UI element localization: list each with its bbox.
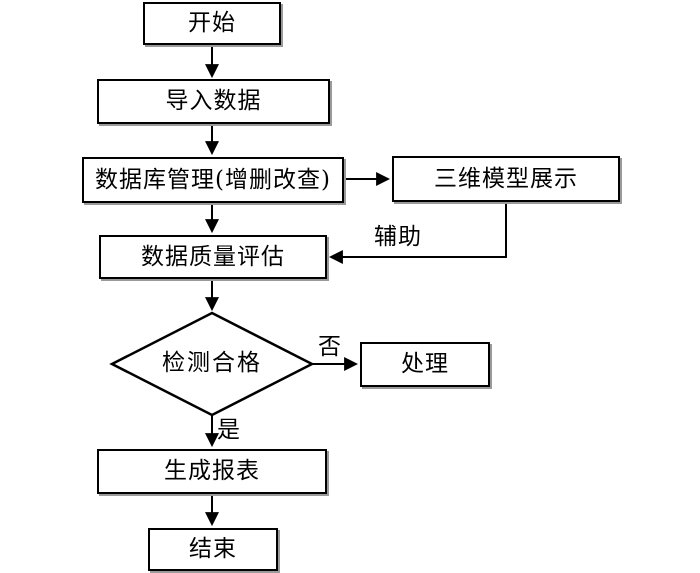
- edge-label-no: 否: [318, 334, 342, 360]
- edge-label-yes: 是: [217, 417, 241, 443]
- node-data-quality-assessment-label: 数据质量评估: [141, 243, 285, 270]
- node-check-qualified-label: 检测合格: [162, 350, 262, 376]
- node-end-label: 结束: [189, 536, 237, 562]
- node-3d-model-display: 三维模型展示: [392, 156, 620, 202]
- node-start-label: 开始: [188, 10, 236, 36]
- node-handle: 处理: [360, 342, 490, 387]
- node-import-data: 导入数据: [97, 79, 330, 124]
- node-end: 结束: [148, 528, 278, 571]
- node-generate-report: 生成报表: [97, 449, 327, 494]
- node-data-quality-assessment: 数据质量评估: [99, 235, 327, 279]
- node-import-data-label: 导入数据: [165, 88, 262, 114]
- node-start: 开始: [143, 2, 281, 45]
- node-3d-model-display-label: 三维模型展示: [434, 165, 578, 192]
- edge-label-aux: 辅助: [374, 224, 422, 250]
- node-database-management-label: 数据库管理(增删改查): [95, 166, 331, 193]
- node-handle-label: 处理: [401, 351, 449, 377]
- node-database-management: 数据库管理(增删改查): [82, 157, 344, 203]
- arrow-model3d-to-quality: [328, 202, 507, 264]
- decision-check-diamond: [109, 311, 315, 417]
- node-generate-report-label: 生成报表: [164, 458, 260, 484]
